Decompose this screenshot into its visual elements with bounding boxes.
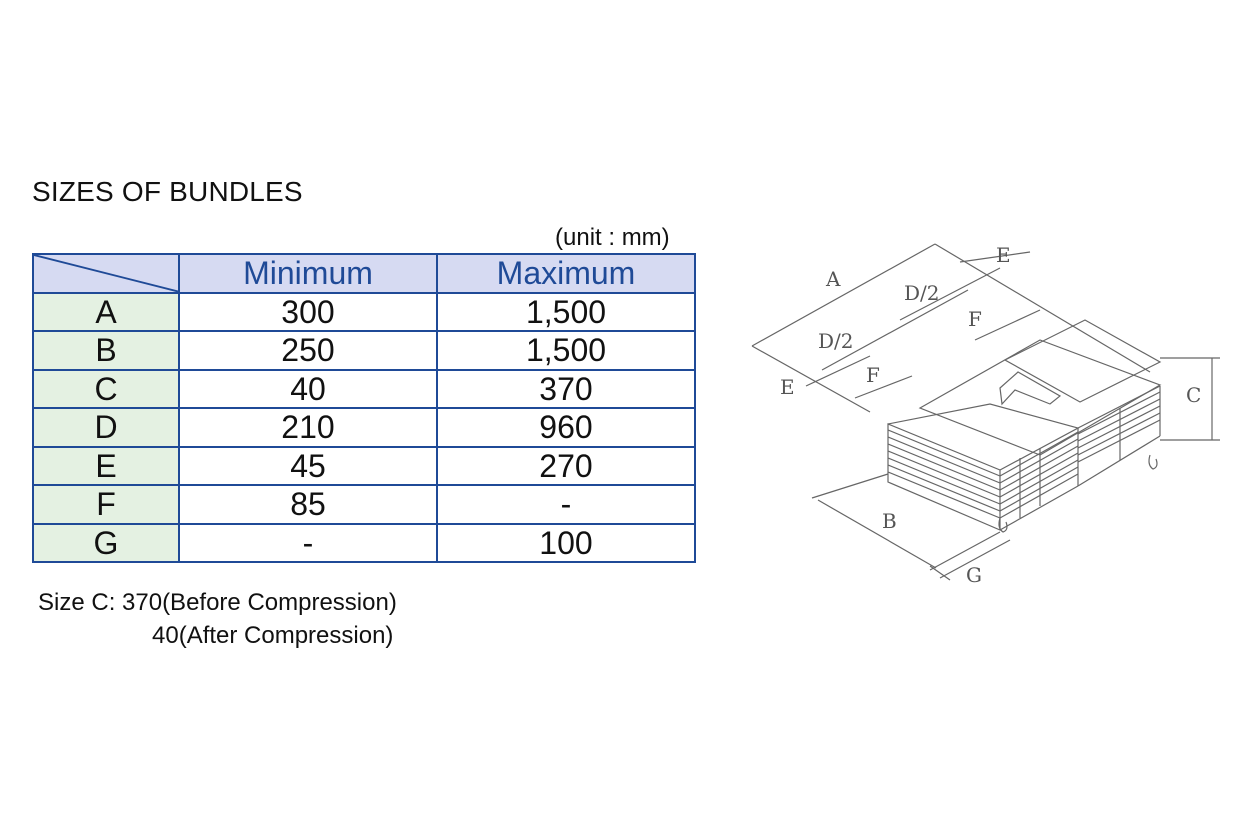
row-label: F — [32, 484, 180, 525]
bundle-drawing — [751, 243, 1220, 581]
section-title: SIZES OF BUNDLES — [32, 176, 303, 207]
label-f-top: F — [968, 307, 982, 331]
compression-note: Size C: 370(Before Compression) 40(After… — [38, 586, 397, 652]
table-row: C 40 370 — [32, 368, 696, 409]
cell-maximum: - — [436, 484, 696, 525]
table-row: F 85 - — [32, 484, 696, 525]
cell-maximum: 960 — [436, 407, 696, 448]
label-b: B — [882, 509, 897, 533]
label-e-top: E — [996, 243, 1011, 267]
row-label: G — [32, 522, 180, 563]
table-row: D 210 960 — [32, 407, 696, 448]
diagonal-line — [34, 255, 178, 292]
bundle-diagram: A E D/2 D/2 F F E C B G — [751, 243, 1220, 587]
row-label: B — [32, 330, 180, 371]
label-f-bottom: F — [866, 363, 880, 387]
table-row: E 45 270 — [32, 445, 696, 486]
label-d-half-bottom: D/2 — [818, 329, 854, 353]
note-line-2: 40(After Compression) — [152, 622, 394, 649]
table-row: A 300 1,500 — [32, 291, 696, 332]
header-minimum: Minimum — [178, 253, 438, 294]
header-corner-cell — [32, 253, 180, 294]
row-label: E — [32, 445, 180, 486]
table-header-row: Minimum Maximum — [32, 253, 696, 294]
cell-maximum: 270 — [436, 445, 696, 486]
cell-minimum: 85 — [178, 484, 438, 525]
cell-minimum: 210 — [178, 407, 438, 448]
label-c: C — [1186, 383, 1201, 407]
header-maximum: Maximum — [436, 253, 696, 294]
cell-minimum: - — [178, 522, 438, 563]
cell-maximum: 100 — [436, 522, 696, 563]
label-a: A — [825, 267, 841, 291]
cell-maximum: 1,500 — [436, 291, 696, 332]
sizes-table: Minimum Maximum A 300 1,500 B 250 1,500 … — [32, 253, 696, 563]
row-label: A — [32, 291, 180, 332]
label-g: G — [966, 563, 982, 587]
row-label: D — [32, 407, 180, 448]
cell-minimum: 250 — [178, 330, 438, 371]
label-d-half-top: D/2 — [904, 281, 940, 305]
table-row: G - 100 — [32, 522, 696, 563]
row-label: C — [32, 368, 180, 409]
unit-label: (unit : mm) — [555, 224, 670, 251]
cell-minimum: 40 — [178, 368, 438, 409]
label-e-left: E — [780, 375, 795, 399]
cell-minimum: 300 — [178, 291, 438, 332]
back-stack — [1077, 385, 1161, 487]
cell-minimum: 45 — [178, 445, 438, 486]
front-stack — [887, 403, 1080, 531]
note-line-1: Size C: 370(Before Compression) — [38, 589, 397, 616]
cell-maximum: 1,500 — [436, 330, 696, 371]
cell-maximum: 370 — [436, 368, 696, 409]
table-row: B 250 1,500 — [32, 330, 696, 371]
diagram-labels: A E D/2 D/2 F F E C B G — [780, 243, 1201, 587]
